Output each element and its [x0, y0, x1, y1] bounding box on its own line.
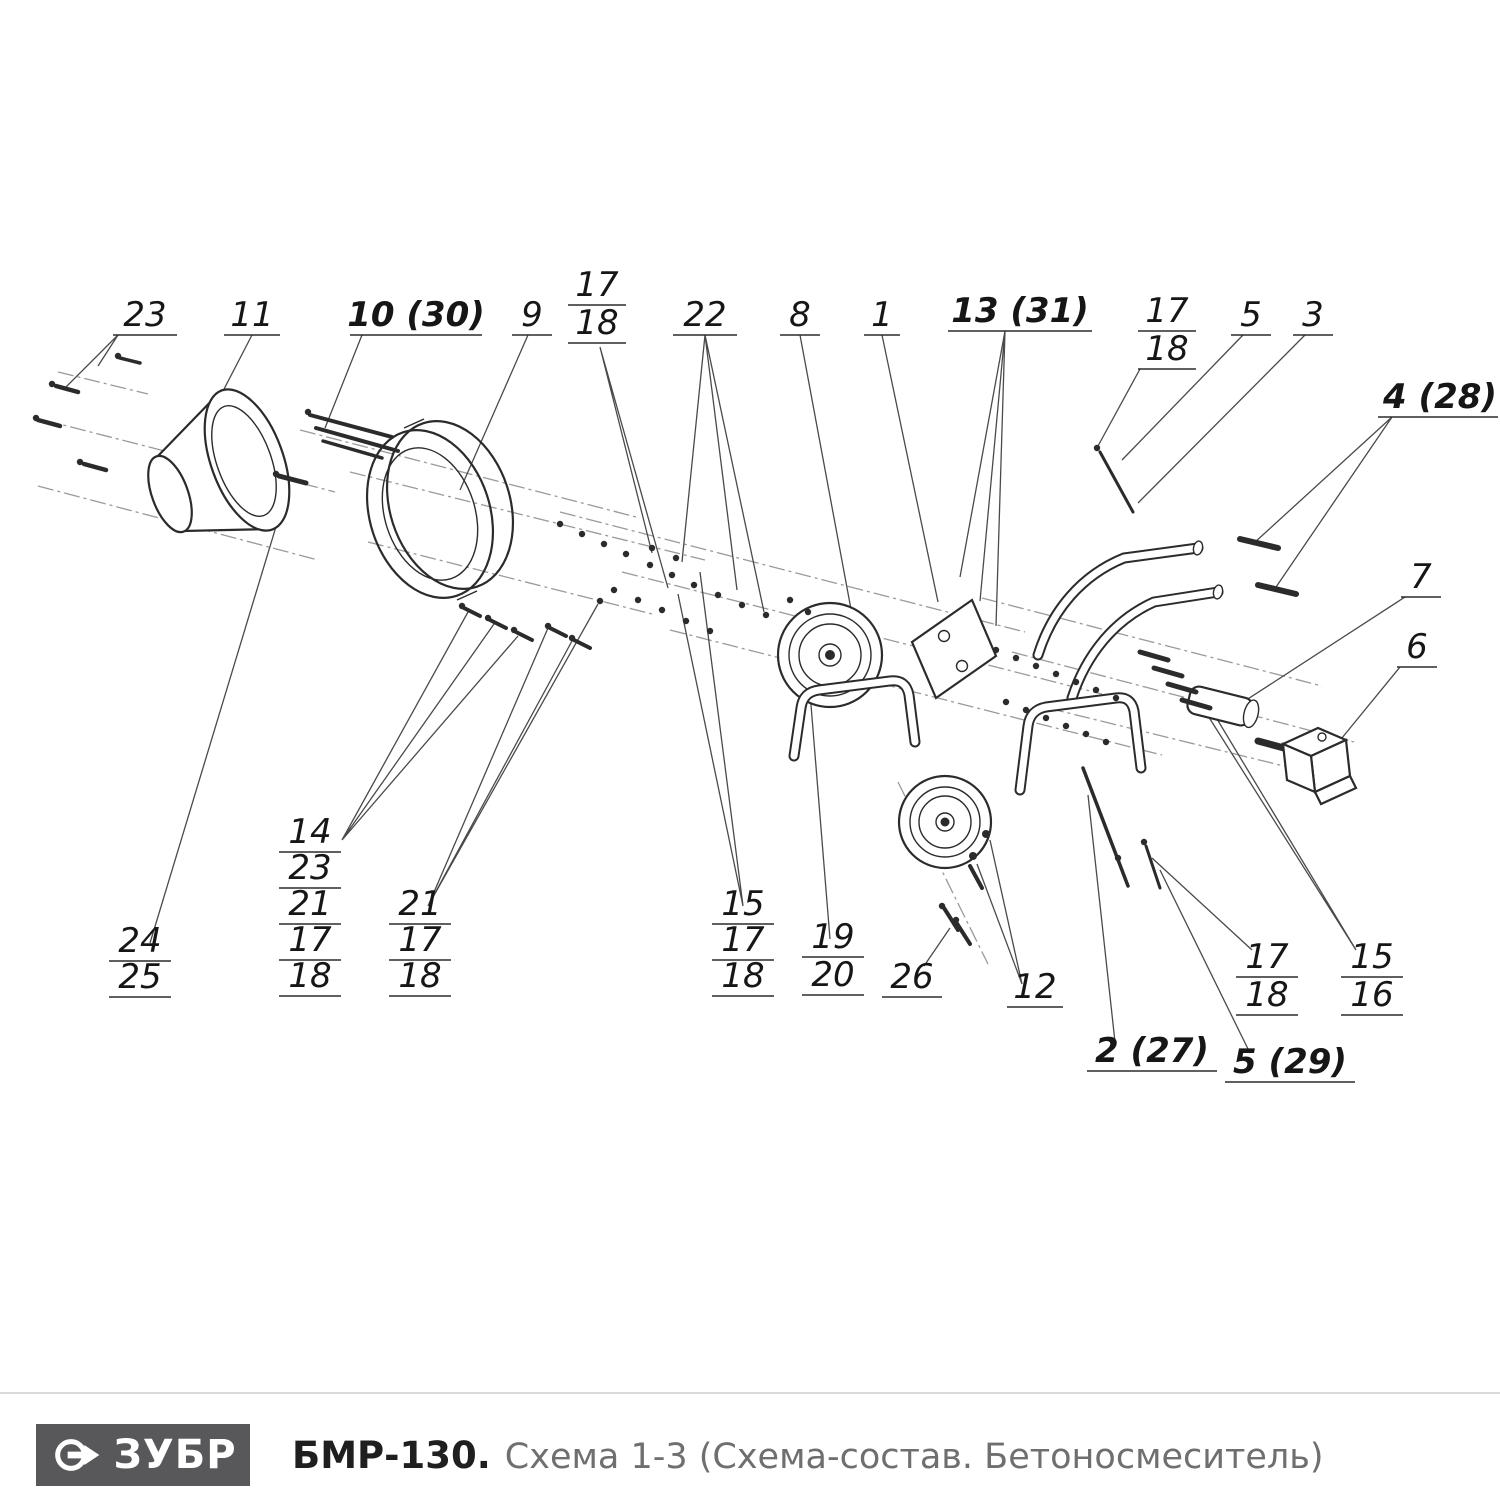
zubr-logo: ЗУБР	[36, 1424, 250, 1486]
part-label-18-b: 18	[1145, 329, 1188, 369]
part-label-18-a: 18	[575, 303, 618, 343]
model-number: БМР-130.	[292, 1433, 491, 1477]
part-label-6: 6	[1406, 627, 1428, 667]
part-label-26: 26	[890, 957, 933, 997]
part-label-2-27: 2 (27)	[1095, 1031, 1209, 1071]
part-label-17-a: 17	[575, 265, 619, 305]
part-label-13-31: 13 (31)	[951, 291, 1089, 331]
part-label-17-e: 17	[1245, 937, 1289, 977]
part-label-8: 8	[789, 295, 811, 335]
axle-sleeve	[1186, 685, 1260, 729]
part-label-7: 7	[1410, 557, 1432, 597]
zubr-logo-text: ЗУБР	[113, 1432, 237, 1478]
part-label-23-top: 23	[123, 295, 166, 335]
part-label-21-stack: 21	[288, 884, 331, 924]
footer-bar: ЗУБР БМР-130. Схема 1-3 (Схема-состав. Б…	[0, 1392, 1500, 1486]
part-label-19: 19	[811, 917, 854, 957]
part-label-23-stack: 23	[288, 848, 331, 888]
part-label-17-b: 17	[1145, 291, 1189, 331]
mixer-drum-ring	[365, 418, 515, 601]
part-label-10-30: 10 (30)	[347, 295, 485, 335]
part-label-18-e: 18	[1245, 975, 1288, 1015]
part-label-18-c: 18	[398, 956, 441, 996]
label-shelves	[109, 304, 1498, 1083]
part-label-9: 9	[521, 295, 543, 335]
part-label-11: 11	[230, 295, 273, 335]
footer-divider	[0, 1392, 1500, 1394]
part-label-14: 14	[288, 812, 331, 852]
fastener-dots	[32, 352, 1148, 924]
part-label-16: 16	[1350, 975, 1393, 1015]
part-label-3: 3	[1302, 295, 1324, 335]
part-label-18-d: 18	[721, 956, 764, 996]
part-label-12: 12	[1013, 967, 1056, 1007]
part-label-4-28: 4 (28)	[1382, 377, 1497, 417]
part-label-5-29: 5 (29)	[1233, 1042, 1347, 1082]
part-label-21-b: 21	[398, 884, 441, 924]
part-label-22: 22	[683, 295, 726, 335]
scheme-title: Схема 1-3 (Схема-состав. Бетоносмеситель…	[504, 1436, 1324, 1477]
fastener-studs	[35, 356, 1299, 946]
footer-title: БМР-130. Схема 1-3 (Схема-состав. Бетоно…	[292, 1434, 1324, 1477]
leader-lines	[63, 330, 1406, 1054]
part-label-18-stack: 18	[288, 956, 331, 996]
part-label-1: 1	[871, 295, 893, 335]
part-label-25: 25	[118, 957, 161, 997]
mounting-plate	[910, 598, 998, 700]
zubr-logo-icon	[55, 1439, 100, 1471]
wheel-pulley	[897, 774, 993, 870]
stud-bolts-10-30	[304, 408, 400, 460]
part-label-15-b: 15	[1350, 937, 1393, 977]
power-plug-block	[1254, 726, 1358, 806]
part-label-17-stack: 17	[288, 920, 332, 960]
part-labels: 23 11 10 (30) 9 17 18 22 8 1 13 (31) 17 …	[118, 265, 1497, 1082]
part-label-15-a: 15	[721, 884, 764, 924]
mixer-drum-cone	[147, 388, 291, 534]
part-label-17-d: 17	[721, 920, 765, 960]
exploded-parts-diagram: 23 11 10 (30) 9 17 18 22 8 1 13 (31) 17 …	[32, 265, 1498, 1083]
part-label-17-c: 17	[398, 920, 442, 960]
part-label-24: 24	[118, 921, 161, 961]
part-label-20: 20	[811, 955, 854, 995]
part-label-5-a: 5	[1240, 295, 1262, 335]
